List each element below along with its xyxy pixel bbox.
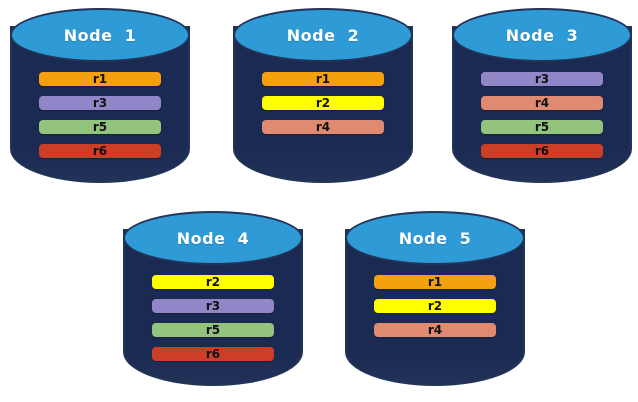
replica-label: r2 xyxy=(315,96,331,110)
replica-bar-list: r1 r2 r4 xyxy=(374,275,496,337)
replica-bar[interactable]: r6 xyxy=(481,144,603,158)
replica-label: r3 xyxy=(92,96,108,110)
replica-bar[interactable]: r5 xyxy=(152,323,274,337)
replica-bar[interactable]: r1 xyxy=(262,72,384,86)
node-cylinder-2[interactable]: r1 r2 r4 Node 2 xyxy=(233,8,413,183)
replica-label: r2 xyxy=(205,275,221,289)
replica-label: r6 xyxy=(205,347,221,361)
replica-label: r1 xyxy=(92,72,108,86)
node-title: Node 1 xyxy=(63,25,137,45)
cylinder-top-ellipse: Node 5 xyxy=(345,211,525,265)
cylinder-top-ellipse: Node 2 xyxy=(233,8,413,62)
replica-bar[interactable]: r2 xyxy=(374,299,496,313)
replica-bar[interactable]: r4 xyxy=(374,323,496,337)
node-cylinder-3[interactable]: r3 r4 r5 r6 Node 3 xyxy=(452,8,632,183)
replica-label: r6 xyxy=(534,144,550,158)
replica-bar-list: r1 r2 r4 xyxy=(262,72,384,134)
replica-bar[interactable]: r3 xyxy=(39,96,161,110)
node-title: Node 3 xyxy=(505,25,579,45)
replica-bar[interactable]: r3 xyxy=(152,299,274,313)
replica-label: r4 xyxy=(427,323,443,337)
cylinder-top-ellipse: Node 1 xyxy=(10,8,190,62)
cylinder-top-ellipse: Node 3 xyxy=(452,8,632,62)
replica-bar-list: r1 r3 r5 r6 xyxy=(39,72,161,158)
node-title: Node 5 xyxy=(398,228,472,248)
replica-label: r5 xyxy=(534,120,550,134)
replica-bar[interactable]: r5 xyxy=(39,120,161,134)
replica-bar[interactable]: r2 xyxy=(262,96,384,110)
replica-bar-list: r2 r3 r5 r6 xyxy=(152,275,274,361)
replica-label: r4 xyxy=(534,96,550,110)
replica-label: r1 xyxy=(315,72,331,86)
replica-label: r1 xyxy=(427,275,443,289)
cylinder-top-ellipse: Node 4 xyxy=(123,211,303,265)
replica-label: r6 xyxy=(92,144,108,158)
cylinder-bottom-shading xyxy=(235,145,411,181)
replica-label: r3 xyxy=(534,72,550,86)
cylinder-bottom-shading xyxy=(347,348,523,384)
replica-bar-list: r3 r4 r5 r6 xyxy=(481,72,603,158)
replica-label: r5 xyxy=(92,120,108,134)
replica-bar[interactable]: r2 xyxy=(152,275,274,289)
replica-bar[interactable]: r1 xyxy=(39,72,161,86)
node-title: Node 4 xyxy=(176,228,250,248)
replica-label: r2 xyxy=(427,299,443,313)
node-cylinder-1[interactable]: r1 r3 r5 r6 Node 1 xyxy=(10,8,190,183)
replica-bar[interactable]: r3 xyxy=(481,72,603,86)
node-cylinder-5[interactable]: r1 r2 r4 Node 5 xyxy=(345,211,525,386)
replica-label: r5 xyxy=(205,323,221,337)
replica-bar[interactable]: r4 xyxy=(262,120,384,134)
node-cylinder-4[interactable]: r2 r3 r5 r6 Node 4 xyxy=(123,211,303,386)
replica-label: r4 xyxy=(315,120,331,134)
replica-bar[interactable]: r4 xyxy=(481,96,603,110)
replica-label: r3 xyxy=(205,299,221,313)
replica-bar[interactable]: r6 xyxy=(152,347,274,361)
replica-bar[interactable]: r5 xyxy=(481,120,603,134)
node-title: Node 2 xyxy=(286,25,360,45)
replica-bar[interactable]: r6 xyxy=(39,144,161,158)
replica-bar[interactable]: r1 xyxy=(374,275,496,289)
